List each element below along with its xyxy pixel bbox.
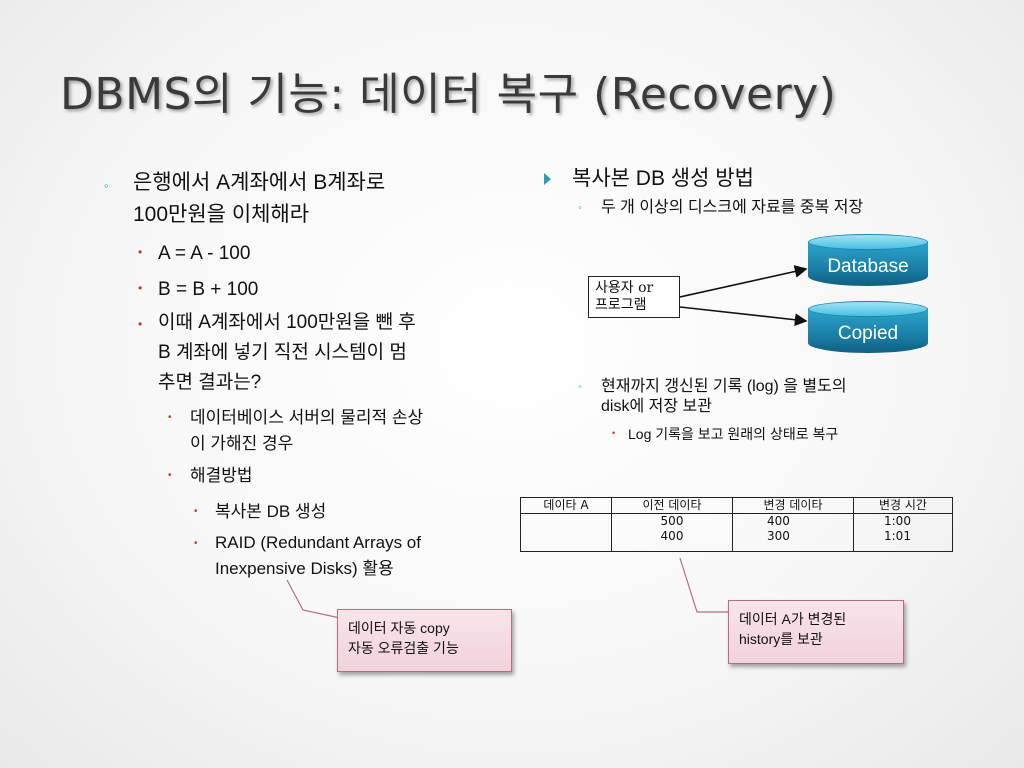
bullet-dot-icon: •: [138, 245, 143, 259]
bullet-dot-icon: •: [138, 317, 143, 331]
sub-sub-bullet-text: 해결방법: [190, 466, 253, 485]
table-cell: 400: [732, 513, 854, 529]
callout-auto-copy: 데이터 자동 copy 자동 오류검출 기능: [337, 609, 512, 672]
table-cell: [520, 513, 612, 529]
right-point: 현재까지 갱신된 기록 (log) 을 별도의 disk에 저장 보관: [601, 378, 847, 415]
client-box: 사용자 or 프로그램: [588, 276, 680, 318]
bullet-dot-icon: •: [194, 506, 198, 517]
right-point: 두 개 이상의 디스크에 자료를 중복 저장: [601, 199, 864, 216]
bullet-dot-icon: •: [168, 470, 172, 481]
level4-bullet-text: 복사본 DB 생성: [215, 502, 327, 521]
table-header: 데이타 A: [520, 497, 612, 514]
bullet-triangle-icon: [544, 173, 551, 185]
table-row: 500 400 1:00: [520, 513, 953, 529]
bullet-dot-icon: •: [612, 428, 616, 438]
sub-bullet-text: 이때 A계좌에서 100만원을 뺀 후 B 계좌에 넣기 직전 시스템이 멈 추…: [158, 312, 416, 393]
arrow-to-copied: [680, 306, 808, 327]
bullet-circle-icon: ◦: [578, 202, 582, 214]
bullet-circle-icon: ◦: [578, 381, 582, 393]
bullet-text: 은행에서 A계좌에서 B계좌로 100만원을 이체해라: [133, 171, 386, 226]
table-row: 400 300 1:01: [520, 529, 953, 552]
copied-cylinder: Copied: [808, 301, 928, 359]
table-cell: 400: [611, 529, 733, 552]
bullet-dot-icon: •: [168, 412, 172, 423]
bullet-circle-icon: ◦: [104, 178, 109, 193]
log-table: 데이타 A 이전 데이타 변경 데이타 변경 시간 500 400 1:00 4…: [520, 497, 953, 552]
table-cell: 500: [611, 513, 733, 529]
bullet-dot-icon: •: [138, 281, 143, 295]
table-cell: 300: [732, 529, 854, 552]
table-header-row: 데이타 A 이전 데이타 변경 데이타 변경 시간: [520, 497, 953, 514]
bullet-dot-icon: •: [194, 538, 198, 549]
table-cell: 1:00: [853, 513, 953, 529]
slide-title: DBMS의 기능: 데이터 복구 (Recovery): [60, 69, 837, 120]
database-cylinder: Database: [808, 234, 928, 292]
sub-sub-bullet-text: 데이터베이스 서버의 물리적 손상 이 가해진 경우: [190, 408, 424, 453]
level4-bullet-text: RAID (Redundant Arrays of Inexpensive Di…: [215, 533, 421, 578]
arrow-to-database: [680, 265, 808, 298]
connection-arrows: [680, 265, 808, 327]
left-callout-pointer: [286, 579, 341, 619]
table-header: 변경 시간: [853, 497, 953, 514]
table-header: 변경 데이타: [732, 497, 854, 514]
sub-bullet-text: A = A - 100: [158, 243, 251, 264]
right-callout-pointer: [679, 557, 730, 613]
table-header: 이전 데이타: [611, 497, 733, 514]
right-sub-point: Log 기록을 보고 원래의 상태로 복구: [628, 426, 839, 442]
copied-label: Copied: [837, 323, 899, 344]
right-heading: 복사본 DB 생성 방법: [572, 167, 754, 190]
callout-history: 데이터 A가 변경된 history를 보관: [728, 600, 904, 664]
table-cell: [520, 529, 612, 552]
sub-bullet-text: B = B + 100: [158, 279, 259, 300]
database-label: Database: [827, 256, 909, 277]
table-cell: 1:01: [853, 529, 953, 552]
